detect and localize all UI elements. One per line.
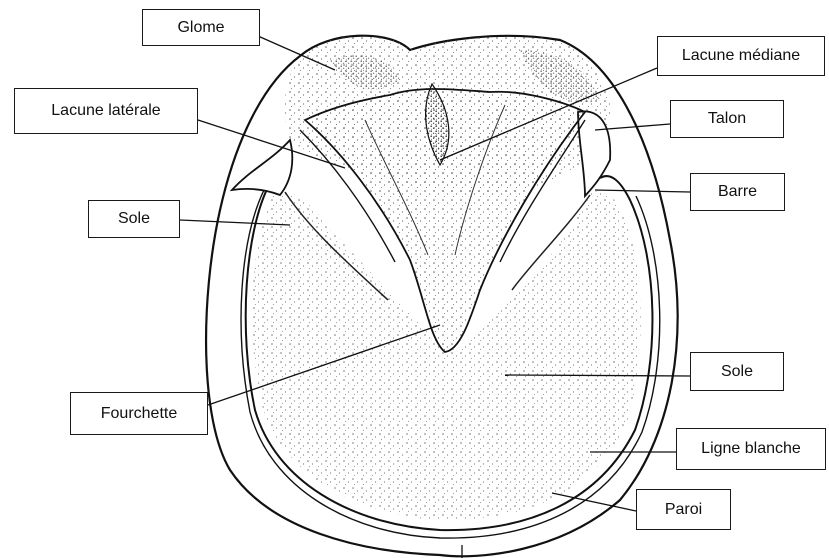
label-paroi: Paroi xyxy=(636,489,731,530)
label-ligne-blanche: Ligne blanche xyxy=(676,428,826,470)
label-sole-left: Sole xyxy=(88,200,180,238)
label-barre: Barre xyxy=(690,173,785,211)
label-sole-right: Sole xyxy=(690,352,784,391)
label-lacune-mediane: Lacune médiane xyxy=(657,36,825,76)
label-fourchette: Fourchette xyxy=(70,392,208,435)
label-glome: Glome xyxy=(142,9,260,46)
label-talon: Talon xyxy=(670,100,784,138)
label-lacune-laterale: Lacune latérale xyxy=(14,88,198,134)
